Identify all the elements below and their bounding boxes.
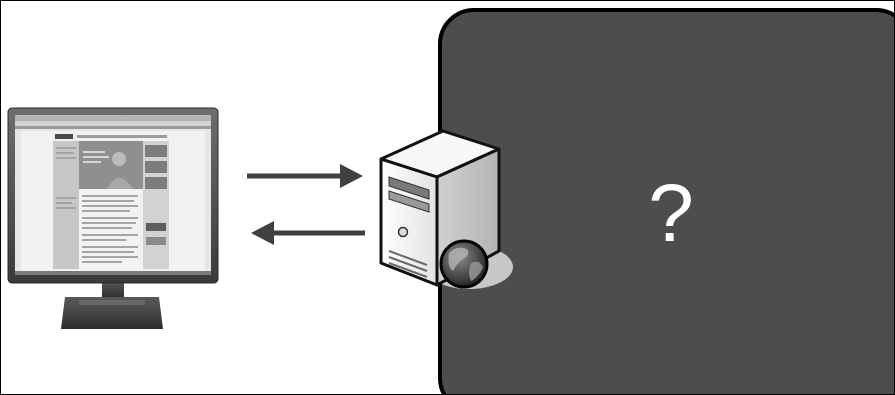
monitor-icon [7,107,219,329]
arrow-left-head [251,221,274,245]
page-nav [77,135,167,138]
arrow-left-icon [251,221,365,245]
arrow-right-icon [247,164,363,188]
server-power-button [397,226,409,238]
page-text-lines [56,147,138,263]
globe-icon [439,239,489,289]
browser-address-bar [15,126,211,129]
server-drive-bay [388,176,430,200]
sidebar-block [145,145,167,157]
hero-text-line [83,161,101,163]
globe-continent [448,247,469,271]
web-server-icon [379,129,513,289]
taskbar [15,271,211,275]
browser-titlebar [15,115,211,121]
sidebar-block [145,177,167,189]
arrow-right-head [340,164,363,188]
page-right-column [143,141,169,269]
unknown-system-box: ? [438,8,894,394]
hero-person-head [112,152,126,166]
question-mark-label: ? [648,168,694,259]
page-hero-banner [79,141,143,189]
hero-person-body [107,178,133,189]
sidebar-logo [146,223,166,231]
browser-toolbar [15,121,211,126]
server-vents [388,250,428,278]
sidebar-block [145,161,167,173]
globe-continent [469,261,483,281]
monitor-base-highlight [79,300,145,305]
page-logo [55,134,73,139]
hero-text-line [83,156,109,158]
page-left-column [53,141,79,269]
sidebar-logo [146,237,166,245]
hero-text-line [83,151,105,153]
server-drive-bay [388,190,430,213]
monitor-neck [102,280,124,298]
